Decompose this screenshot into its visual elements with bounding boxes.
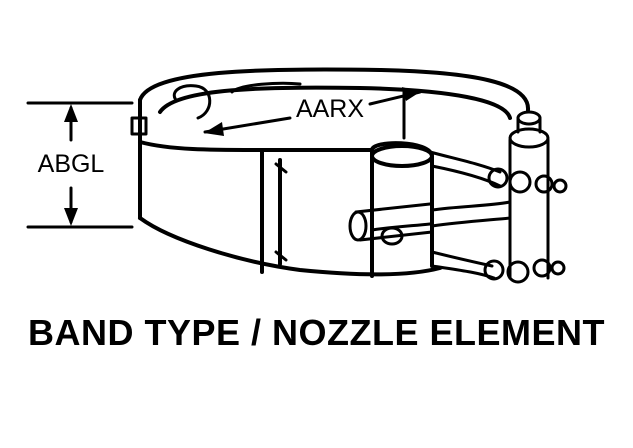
arrow-right-icon (402, 87, 420, 101)
arrow-up-icon (64, 104, 78, 122)
figure-caption: BAND TYPE / NOZZLE ELEMENT (27, 312, 605, 353)
terminal-assembly (348, 110, 568, 284)
arrow-left-icon (204, 122, 224, 136)
diameter-dimension-label: AARX (296, 95, 364, 123)
band-body (130, 67, 531, 277)
diameter-dimension (203, 87, 422, 140)
height-dimension-label: ABGL (38, 150, 105, 178)
arrow-down-icon (64, 208, 78, 226)
clamp-plate (260, 141, 434, 278)
height-dimension (26, 101, 134, 229)
